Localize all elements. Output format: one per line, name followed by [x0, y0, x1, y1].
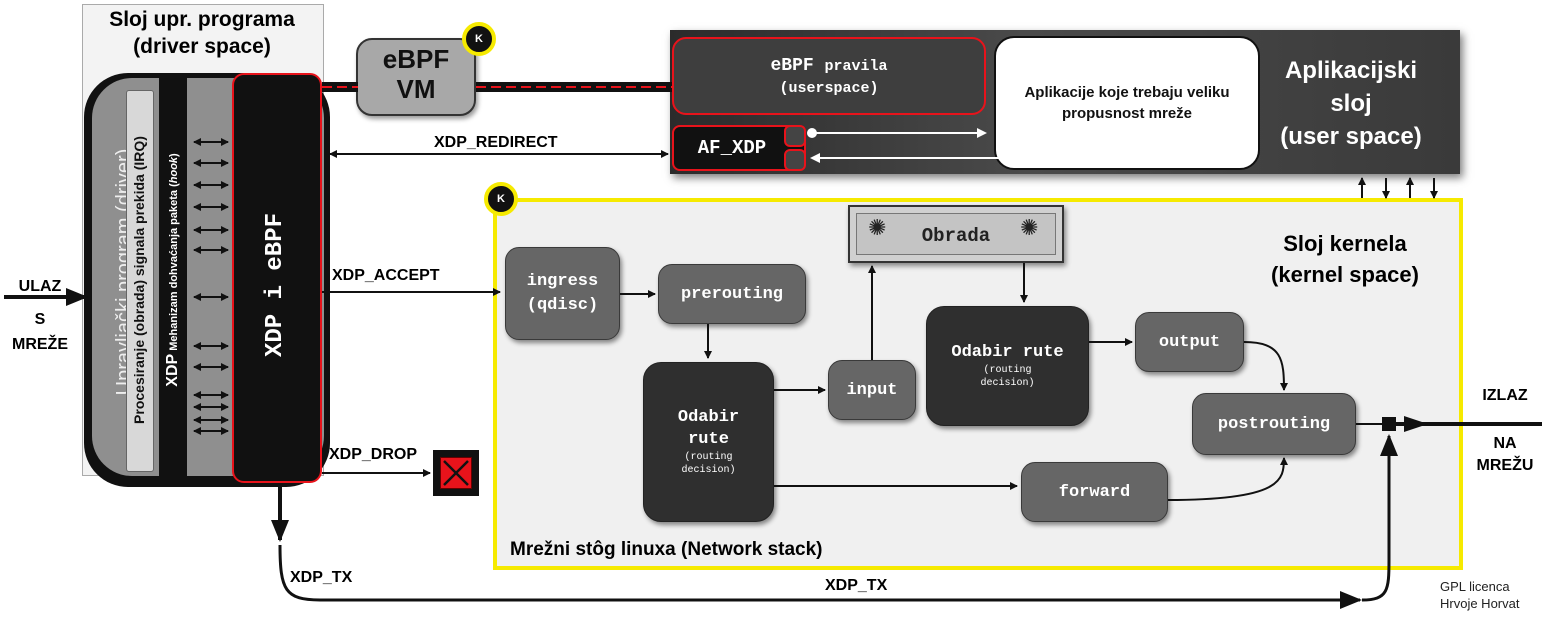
apps-box: Aplikacije koje trebaju veliku propusnos… — [994, 36, 1260, 170]
ebpf-rules-box: eBPF pravila (userspace) — [672, 37, 986, 115]
obrada-node: Obrada ✺ ✺ — [848, 205, 1064, 263]
prerouting-node: prerouting — [658, 264, 806, 324]
xdp-accept-label: XDP_ACCEPT — [332, 267, 440, 284]
forward-node: forward — [1021, 462, 1168, 522]
user-space-title: Aplikacijski sloj (user space) — [1280, 57, 1422, 150]
input-label: ULAZ S MREŽE — [12, 278, 68, 353]
af-xdp-port-top — [784, 125, 806, 147]
network-stack-label: Mrežni stôg linuxa (Network stack) — [510, 539, 823, 560]
af-xdp-port-bottom — [784, 149, 806, 171]
hook-strip — [159, 78, 187, 480]
postrouting-node: postrouting — [1192, 393, 1356, 455]
drop-box — [433, 450, 479, 496]
input-node: input — [828, 360, 916, 420]
xdp-redirect-label: XDP_REDIRECT — [434, 134, 558, 151]
driver-space-title: Sloj upr. programa (driver space) — [109, 8, 295, 58]
ebpf-vm-label: eBPF VM — [382, 44, 450, 104]
close-icon — [443, 460, 469, 486]
ebpf-vm-box — [356, 38, 476, 116]
license-note: GPL licenca Hrvoje Horvat — [1440, 579, 1520, 611]
xdp-tx-label-2: XDP_TX — [825, 577, 888, 594]
xdp-ebpf-block — [232, 73, 322, 483]
routing-decision-node-1: Odabir rute (routing decision) — [643, 362, 774, 522]
kernel-badge-icon: K — [462, 22, 496, 56]
routing-decision-node-2: Odabir rute (routing decision) — [926, 306, 1089, 426]
xdp-drop-label: XDP_DROP — [329, 446, 418, 463]
irq-strip — [126, 90, 154, 472]
ingress-node: ingress (qdisc) — [505, 247, 620, 340]
xdp-tx-label-1: XDP_TX — [290, 569, 353, 586]
kernel-space-title: Sloj kernela (kernel space) — [1271, 231, 1419, 287]
kernel-badge-icon-2: K — [484, 182, 518, 216]
af-xdp-box — [672, 125, 806, 171]
output-node: output — [1135, 312, 1244, 372]
gear-icon: ✺ — [868, 215, 887, 240]
output-label: IZLAZ NA MREŽU — [1476, 387, 1534, 474]
gear-icon: ✺ — [1020, 215, 1039, 240]
af-xdp-label: AF_XDP — [697, 137, 767, 159]
